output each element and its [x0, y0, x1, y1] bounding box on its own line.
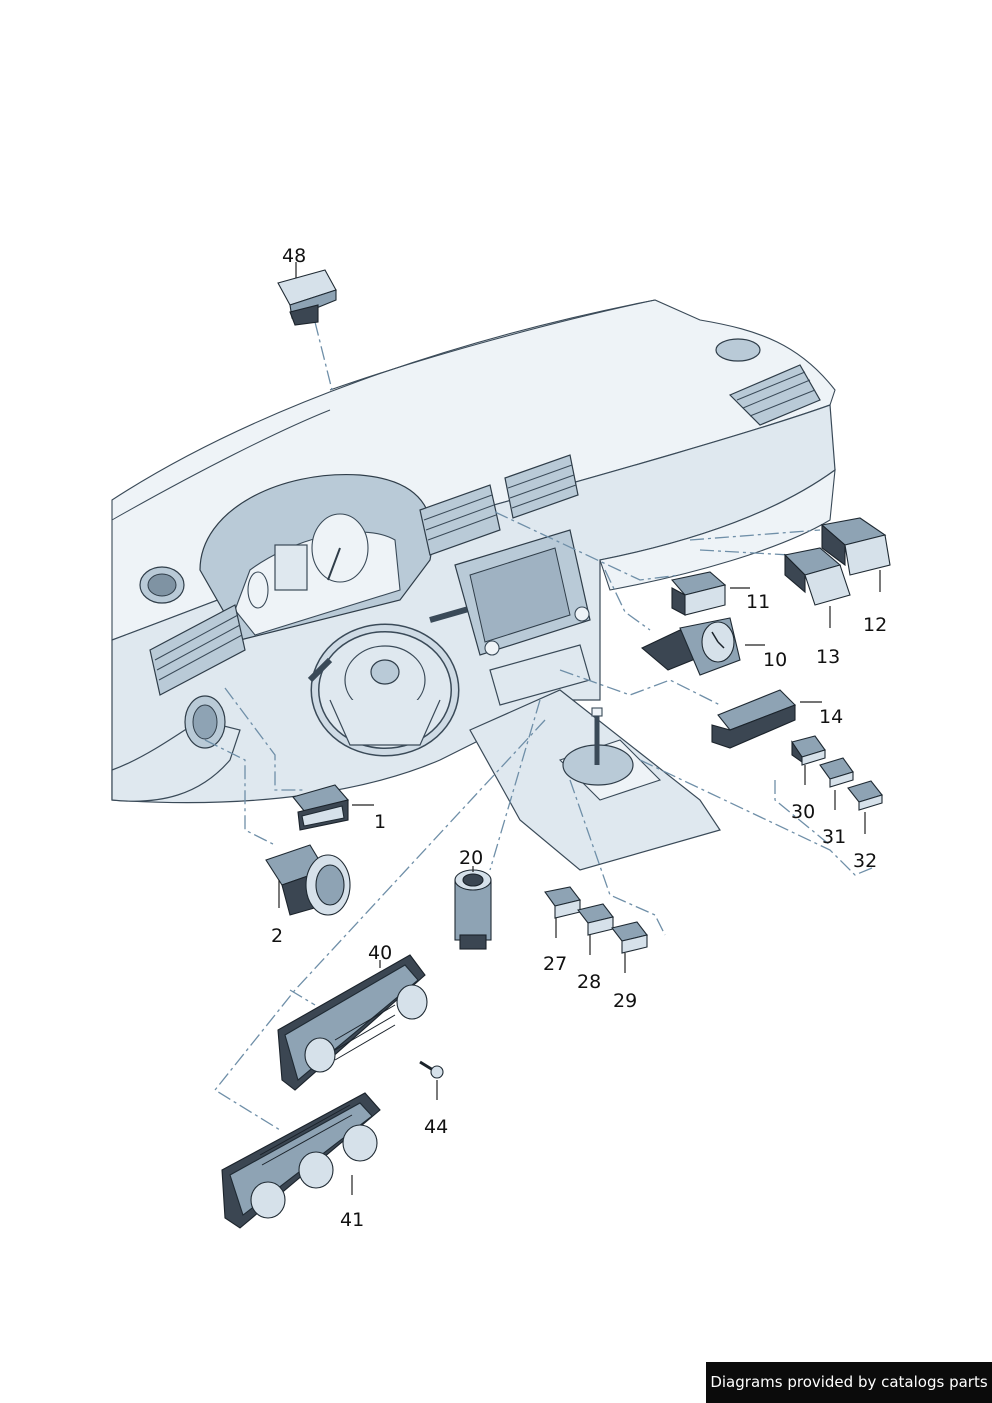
part-32-button — [847, 780, 883, 834]
callout-labels: 48 1 2 11 10 12 13 14 30 31 32 20 27 28 … — [271, 245, 887, 1231]
center-air-vents — [419, 454, 579, 556]
left-air-vent — [149, 604, 246, 696]
callout-20: 20 — [459, 847, 483, 869]
part-14-switch-strip — [711, 689, 822, 749]
part-2-light-switch — [265, 844, 351, 916]
dashboard-panel — [111, 299, 836, 871]
callout-30: 30 — [791, 801, 815, 823]
part-41-climate-control — [221, 1092, 381, 1229]
part-1-switch — [292, 784, 374, 831]
callout-14: 14 — [819, 706, 843, 728]
callout-27: 27 — [543, 953, 567, 975]
part-12-switch — [820, 517, 891, 592]
callout-41: 41 — [340, 1209, 364, 1231]
callout-29: 29 — [613, 990, 637, 1012]
callout-48: 48 — [282, 245, 306, 267]
callout-44: 44 — [424, 1116, 448, 1138]
association-lines — [204, 321, 873, 1131]
infotainment-unit — [454, 529, 591, 656]
part-48-switch — [277, 262, 337, 326]
part-28-button — [577, 903, 614, 955]
part-40-climate-control — [277, 954, 428, 1091]
credit-banner: Diagrams provided by catalogs parts — [706, 1362, 992, 1403]
callout-1: 1 — [374, 811, 386, 833]
part-30-button — [791, 735, 826, 785]
callout-32: 32 — [853, 850, 877, 872]
part-27-button — [544, 886, 581, 938]
callout-11: 11 — [746, 591, 770, 613]
part-20-power-socket — [454, 866, 492, 950]
gear-shifter — [562, 707, 634, 786]
callout-2: 2 — [271, 925, 283, 947]
callout-13: 13 — [816, 646, 840, 668]
part-44-screw — [419, 1060, 444, 1100]
part-31-button — [819, 757, 854, 810]
callout-40: 40 — [368, 942, 392, 964]
part-11-hazard-switch — [670, 571, 750, 616]
steering-wheel — [310, 623, 460, 757]
callout-31: 31 — [822, 826, 846, 848]
part-29-button — [611, 921, 648, 973]
part-13-switch — [783, 547, 851, 628]
callout-12: 12 — [863, 614, 887, 636]
callout-10: 10 — [763, 649, 787, 671]
part-10-clock — [640, 617, 765, 676]
callout-28: 28 — [577, 971, 601, 993]
